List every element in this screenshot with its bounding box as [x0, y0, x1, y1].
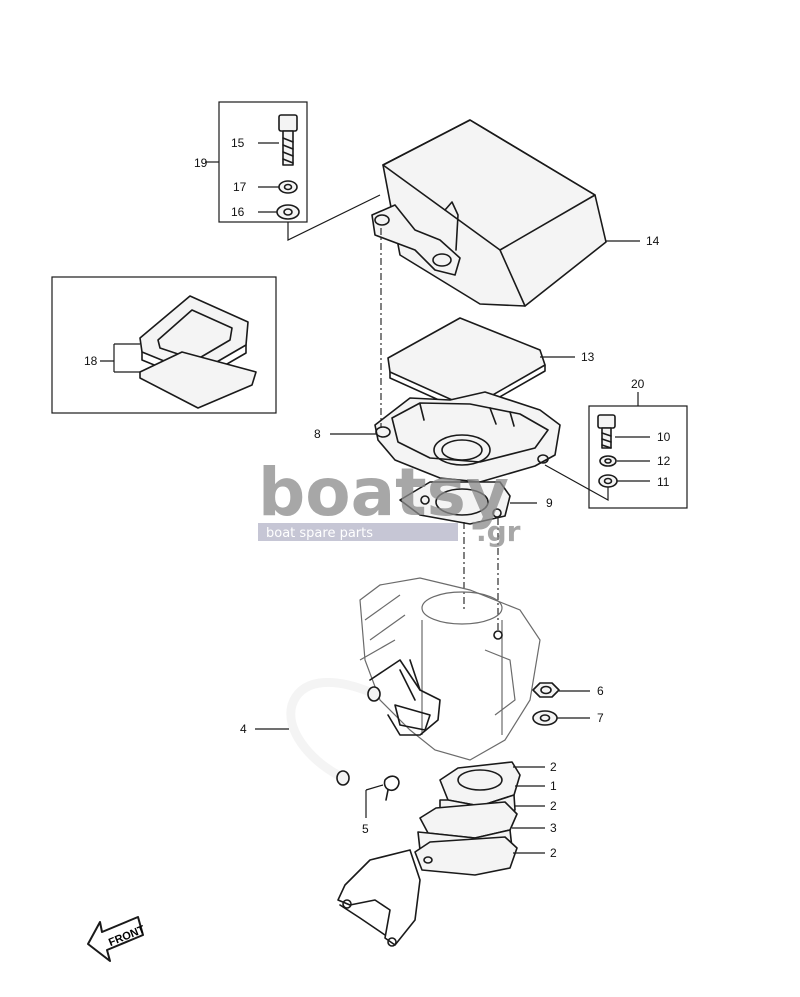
callout-2-top: 2	[550, 760, 557, 774]
group-20-box	[588, 392, 688, 509]
callout-11: 11	[657, 475, 670, 489]
air-filter-13	[387, 317, 546, 415]
group-18-box	[51, 276, 277, 414]
callout-10: 10	[657, 430, 671, 444]
callout-12: 12	[657, 454, 671, 468]
fuel-hose-4	[286, 677, 381, 786]
callout-6: 6	[597, 684, 604, 698]
callout-18: 18	[84, 354, 98, 368]
washer-16	[276, 204, 300, 220]
watermark-domain: .gr	[476, 515, 521, 548]
callout-8: 8	[314, 427, 321, 441]
air-cover-14	[371, 119, 607, 307]
bracket-plate	[337, 849, 421, 947]
gasket-2-bottom	[414, 836, 518, 876]
carburetor	[359, 577, 541, 761]
washer-7	[532, 710, 558, 726]
callout-17: 17	[233, 180, 247, 194]
gasket-9	[399, 481, 511, 525]
watermark-tagline: boat spare parts	[266, 526, 373, 541]
gasket-18-lower	[139, 351, 257, 409]
bolt-15	[278, 114, 298, 166]
callout-16: 16	[231, 205, 245, 219]
washer-11	[598, 474, 618, 488]
clip-5	[383, 775, 400, 801]
front-arrow: FRONT	[87, 916, 147, 962]
watermark: boatsy boat spare parts .gr	[258, 454, 521, 548]
callout-15: 15	[231, 136, 245, 150]
callout-19: 19	[194, 156, 208, 170]
group-19-box	[205, 101, 308, 223]
callout-7: 7	[597, 711, 604, 725]
callout-1: 1	[550, 779, 557, 793]
callout-2-bottom: 2	[550, 846, 557, 860]
callout-3: 3	[550, 821, 557, 835]
washer-12	[599, 455, 617, 467]
nut-6	[532, 682, 560, 698]
callout-20: 20	[631, 377, 645, 391]
callout-5: 5	[362, 822, 369, 836]
stack-leaders	[512, 766, 545, 854]
washer-17	[278, 180, 298, 194]
callout-labels: 19 15 17 16 14 18 13 20 8 10 12 11 9 6 7…	[84, 136, 671, 860]
watermark-brand: boatsy	[258, 454, 509, 531]
callout-2-middle: 2	[550, 799, 557, 813]
callout-14: 14	[646, 234, 660, 248]
callout-9: 9	[546, 496, 553, 510]
callout-4: 4	[240, 722, 247, 736]
callout-13: 13	[581, 350, 595, 364]
bolt-10	[597, 414, 616, 449]
air-base-8	[374, 391, 561, 483]
